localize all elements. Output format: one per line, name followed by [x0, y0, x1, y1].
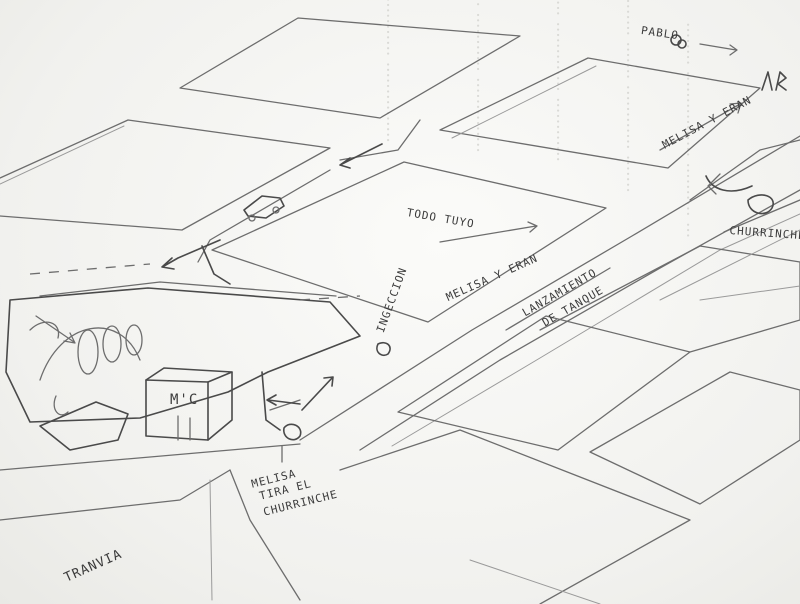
person-melisa-icon [281, 423, 302, 463]
svg-text:·········· ······· ···········: ·········· ······· ············ ······· [617, 0, 637, 193]
avenue-edge-upper [299, 135, 800, 441]
block-bottom-right-2 [539, 245, 800, 353]
block-bottom-right-1 [397, 315, 691, 451]
block-center [211, 161, 607, 323]
person-churrinche-icon [705, 175, 774, 215]
car-icon [243, 195, 285, 222]
block-bottom-center [339, 429, 691, 604]
label-mc: M'C [170, 392, 199, 408]
light-pole [261, 371, 281, 431]
person-pablo-icon [670, 34, 687, 49]
block-top-center [179, 17, 521, 119]
block-top-left [0, 119, 331, 231]
tram-drawing [29, 321, 129, 451]
figure-ar-icon [761, 71, 787, 91]
person-ingeccion-icon [376, 341, 391, 357]
plaza-trees [39, 324, 143, 381]
svg-text:·········· ············ ······: ·········· ············ ··············· [377, 0, 397, 143]
svg-text:·········· ············· ·····: ·········· ············· ············ [547, 0, 567, 162]
mcdonalds-building [145, 367, 233, 441]
block-bottom-right-3 [589, 371, 800, 505]
block-top-right [439, 57, 761, 169]
movement-arrows [35, 43, 742, 411]
plaza-outline [5, 287, 361, 423]
